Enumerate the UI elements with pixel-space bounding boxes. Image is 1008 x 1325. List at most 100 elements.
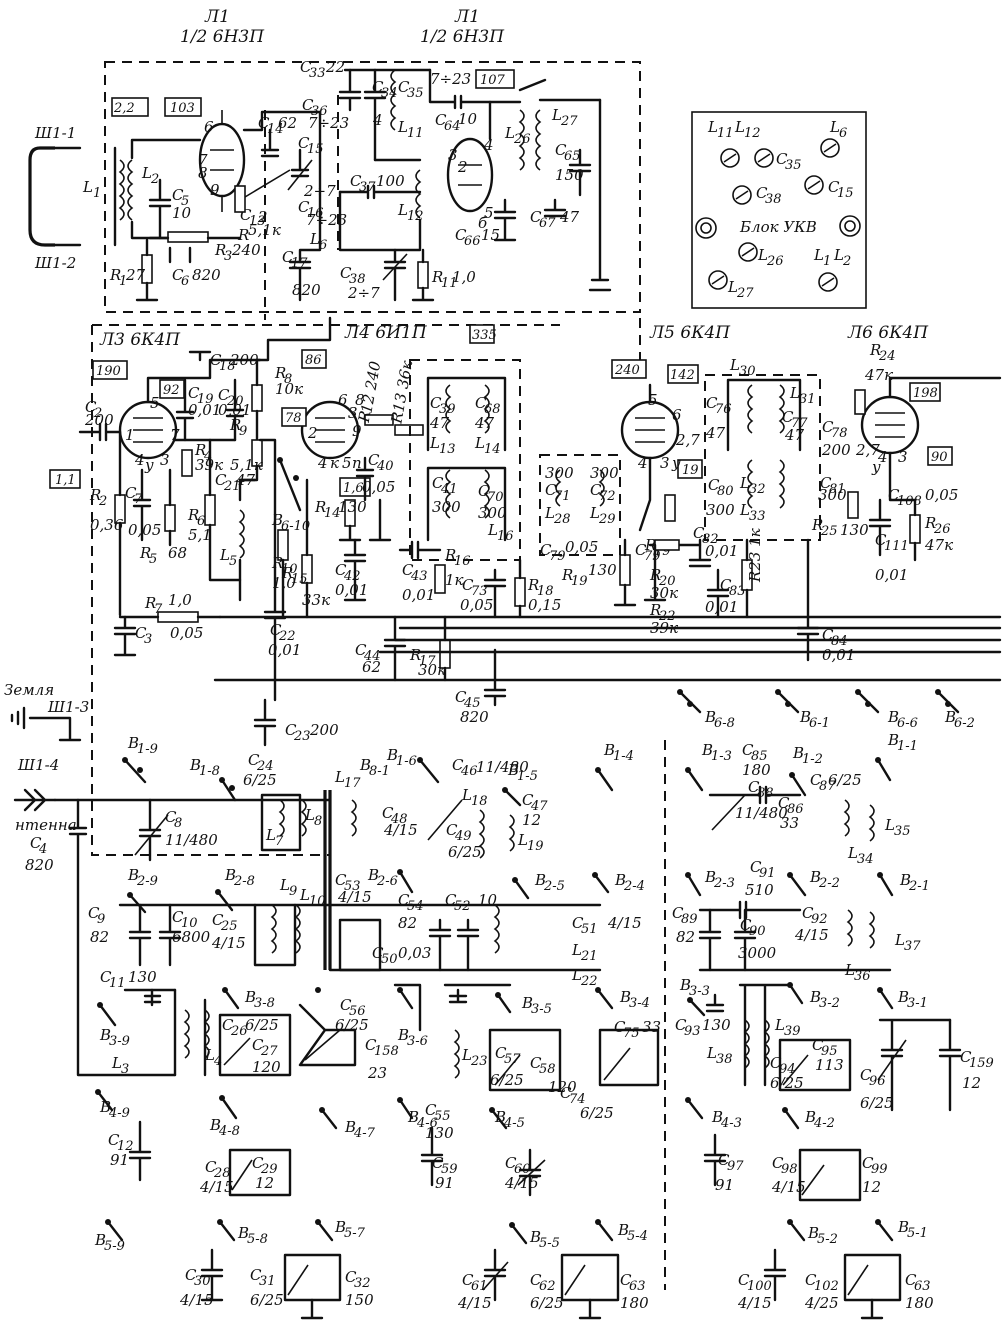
svg-text:C: C xyxy=(335,871,347,889)
svg-text:5-2: 5-2 xyxy=(817,1232,838,1247)
svg-text:B: B xyxy=(127,866,139,884)
svg-text:8-1: 8-1 xyxy=(369,764,390,779)
svg-text:27: 27 xyxy=(560,114,578,129)
svg-text:6/25: 6/25 xyxy=(448,843,482,861)
tube-l3-label: Л3 6К4П xyxy=(99,330,181,350)
svg-text:75: 75 xyxy=(623,1026,640,1041)
svg-text:C: C xyxy=(215,471,227,489)
svg-text:300: 300 xyxy=(432,498,461,516)
svg-text:2: 2 xyxy=(150,172,159,187)
svg-text:68: 68 xyxy=(484,402,501,417)
svg-text:89: 89 xyxy=(681,912,698,927)
svg-text:B: B xyxy=(614,871,626,889)
svg-text:B: B xyxy=(807,1224,819,1242)
svg-text:130: 130 xyxy=(840,521,869,539)
svg-text:34: 34 xyxy=(857,852,874,867)
svg-text:C: C xyxy=(620,1271,632,1289)
svg-text:C: C xyxy=(545,481,557,499)
svg-text:35: 35 xyxy=(785,158,802,173)
svg-text:44: 44 xyxy=(363,649,381,664)
svg-text:C: C xyxy=(446,821,458,839)
svg-text:0,01: 0,01 xyxy=(705,598,738,616)
svg-text:C: C xyxy=(88,904,100,922)
svg-text:93: 93 xyxy=(684,1024,701,1039)
svg-text:0,05: 0,05 xyxy=(925,486,958,504)
svg-text:34: 34 xyxy=(381,86,398,101)
svg-text:10: 10 xyxy=(309,894,326,909)
svg-text:820: 820 xyxy=(25,856,54,874)
svg-text:3-6: 3-6 xyxy=(407,1034,428,1049)
svg-text:1к: 1к xyxy=(445,571,464,589)
svg-text:37: 37 xyxy=(359,180,376,195)
svg-text:6/25: 6/25 xyxy=(250,1291,284,1309)
svg-text:22: 22 xyxy=(325,58,345,76)
svg-text:10: 10 xyxy=(172,204,192,222)
svg-text:20: 20 xyxy=(658,574,676,589)
svg-text:R: R xyxy=(444,546,456,564)
svg-text:47: 47 xyxy=(705,424,726,442)
svg-text:L: L xyxy=(789,384,800,402)
svg-text:0,01: 0,01 xyxy=(188,401,221,419)
svg-text:1: 1 xyxy=(119,274,127,289)
svg-text:10: 10 xyxy=(181,916,198,931)
svg-text:22: 22 xyxy=(278,629,296,644)
svg-text:91: 91 xyxy=(759,866,776,881)
svg-text:31: 31 xyxy=(259,1274,276,1289)
svg-text:B: B xyxy=(397,1026,409,1044)
svg-text:C: C xyxy=(125,484,137,502)
svg-text:4: 4 xyxy=(213,1054,222,1069)
svg-text:C: C xyxy=(425,1101,437,1119)
tube-l5-label: Л5 6К4П xyxy=(649,323,731,343)
svg-text:79: 79 xyxy=(644,549,661,564)
svg-text:L: L xyxy=(141,164,152,182)
svg-text:B: B xyxy=(209,1116,221,1134)
svg-text:0,01: 0,01 xyxy=(335,581,368,599)
svg-text:35: 35 xyxy=(894,824,911,839)
v-92: 92 xyxy=(163,383,180,398)
svg-text:9: 9 xyxy=(210,181,220,199)
svg-text:22: 22 xyxy=(658,609,676,624)
svg-text:20: 20 xyxy=(226,394,244,409)
svg-text:6/25: 6/25 xyxy=(580,1104,614,1122)
svg-text:15: 15 xyxy=(291,572,308,587)
svg-text:53: 53 xyxy=(344,879,361,894)
svg-text:L: L xyxy=(884,816,895,834)
svg-text:4/15: 4/15 xyxy=(337,888,372,906)
svg-text:22: 22 xyxy=(580,974,598,989)
svg-text:8: 8 xyxy=(314,814,322,829)
svg-text:60: 60 xyxy=(514,1162,531,1177)
svg-text:L: L xyxy=(487,521,498,539)
svg-text:C: C xyxy=(530,208,542,226)
svg-text:820: 820 xyxy=(292,281,321,299)
svg-text:18: 18 xyxy=(219,359,236,374)
if-section: Л3 6К4П Л4 6И1П Л5 6К4П Л6 6К4П 190 92 1… xyxy=(49,316,1002,856)
svg-text:L: L xyxy=(707,118,718,136)
svg-text:C: C xyxy=(462,576,474,594)
svg-text:C: C xyxy=(590,481,602,499)
svg-text:21: 21 xyxy=(580,949,598,964)
svg-text:3000: 3000 xyxy=(738,944,777,962)
svg-text:L: L xyxy=(551,106,562,124)
svg-text:C: C xyxy=(398,78,410,96)
svg-text:8: 8 xyxy=(198,164,208,182)
svg-text:6: 6 xyxy=(197,514,205,529)
svg-text:43: 43 xyxy=(410,569,428,584)
svg-text:L: L xyxy=(739,501,750,519)
svg-text:L: L xyxy=(894,931,905,949)
svg-text:6-1: 6-1 xyxy=(809,716,830,731)
svg-text:35: 35 xyxy=(407,86,424,101)
svg-text:510: 510 xyxy=(745,881,774,899)
svg-text:C: C xyxy=(345,1268,357,1286)
svg-text:R: R xyxy=(214,241,226,259)
svg-text:L: L xyxy=(544,504,555,522)
svg-text:B: B xyxy=(701,741,713,759)
svg-text:C: C xyxy=(372,78,384,96)
svg-text:62: 62 xyxy=(539,1279,556,1294)
svg-text:14: 14 xyxy=(484,442,501,457)
svg-text:18: 18 xyxy=(471,794,488,809)
svg-text:R: R xyxy=(811,516,823,534)
v-190: 190 xyxy=(96,364,121,379)
svg-text:L: L xyxy=(833,246,844,264)
svg-text:L: L xyxy=(829,118,840,136)
svg-text:87: 87 xyxy=(819,779,836,794)
